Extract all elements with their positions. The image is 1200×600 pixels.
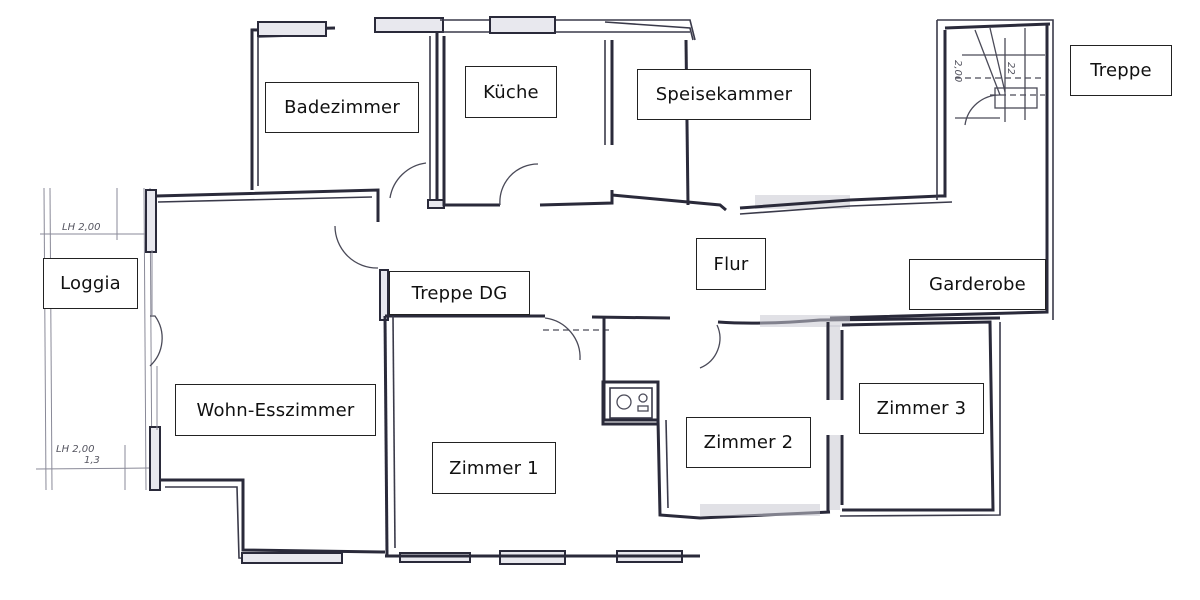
wall-zimmer-3: [826, 320, 1001, 517]
room-label-zimmer-3: Zimmer 3: [859, 383, 984, 434]
loggia-height-label-lower: LH 2,00: [56, 444, 95, 455]
room-label-treppe: Treppe: [1070, 45, 1172, 96]
room-label-kueche: Küche: [465, 66, 557, 118]
room-label-wohn-esszimmer: Wohn-Esszimmer: [175, 384, 376, 436]
room-label-treppe-dg: Treppe DG: [389, 271, 530, 315]
room-label-badezimmer: Badezimmer: [265, 82, 419, 133]
room-label-flur: Flur: [696, 238, 766, 290]
wall-wohn-esszimmer: [145, 188, 386, 564]
room-label-zimmer-2: Zimmer 2: [686, 417, 811, 468]
loggia-height-label: LH 2,00: [62, 222, 101, 233]
svg-text:2,00: 2,00: [952, 60, 963, 82]
loggia-height-sublabel: 1,3: [84, 455, 100, 466]
svg-text:22: 22: [1005, 62, 1016, 75]
room-label-garderobe: Garderobe: [909, 259, 1046, 310]
room-label-loggia: Loggia: [43, 258, 138, 309]
wall-badezimmer: [250, 17, 445, 209]
wall-zimmer-1: [383, 315, 700, 565]
loggia-outline: [35, 187, 153, 491]
wall-speisekammer: [604, 21, 953, 215]
cooker-symbol: [601, 380, 660, 426]
room-label-zimmer-1: Zimmer 1: [432, 442, 556, 494]
wall-zimmer-2: [656, 419, 831, 520]
stair-well: 2,00 22: [829, 19, 1054, 320]
room-label-speisekammer: Speisekammer: [637, 69, 811, 120]
wall-kueche: [440, 16, 696, 207]
